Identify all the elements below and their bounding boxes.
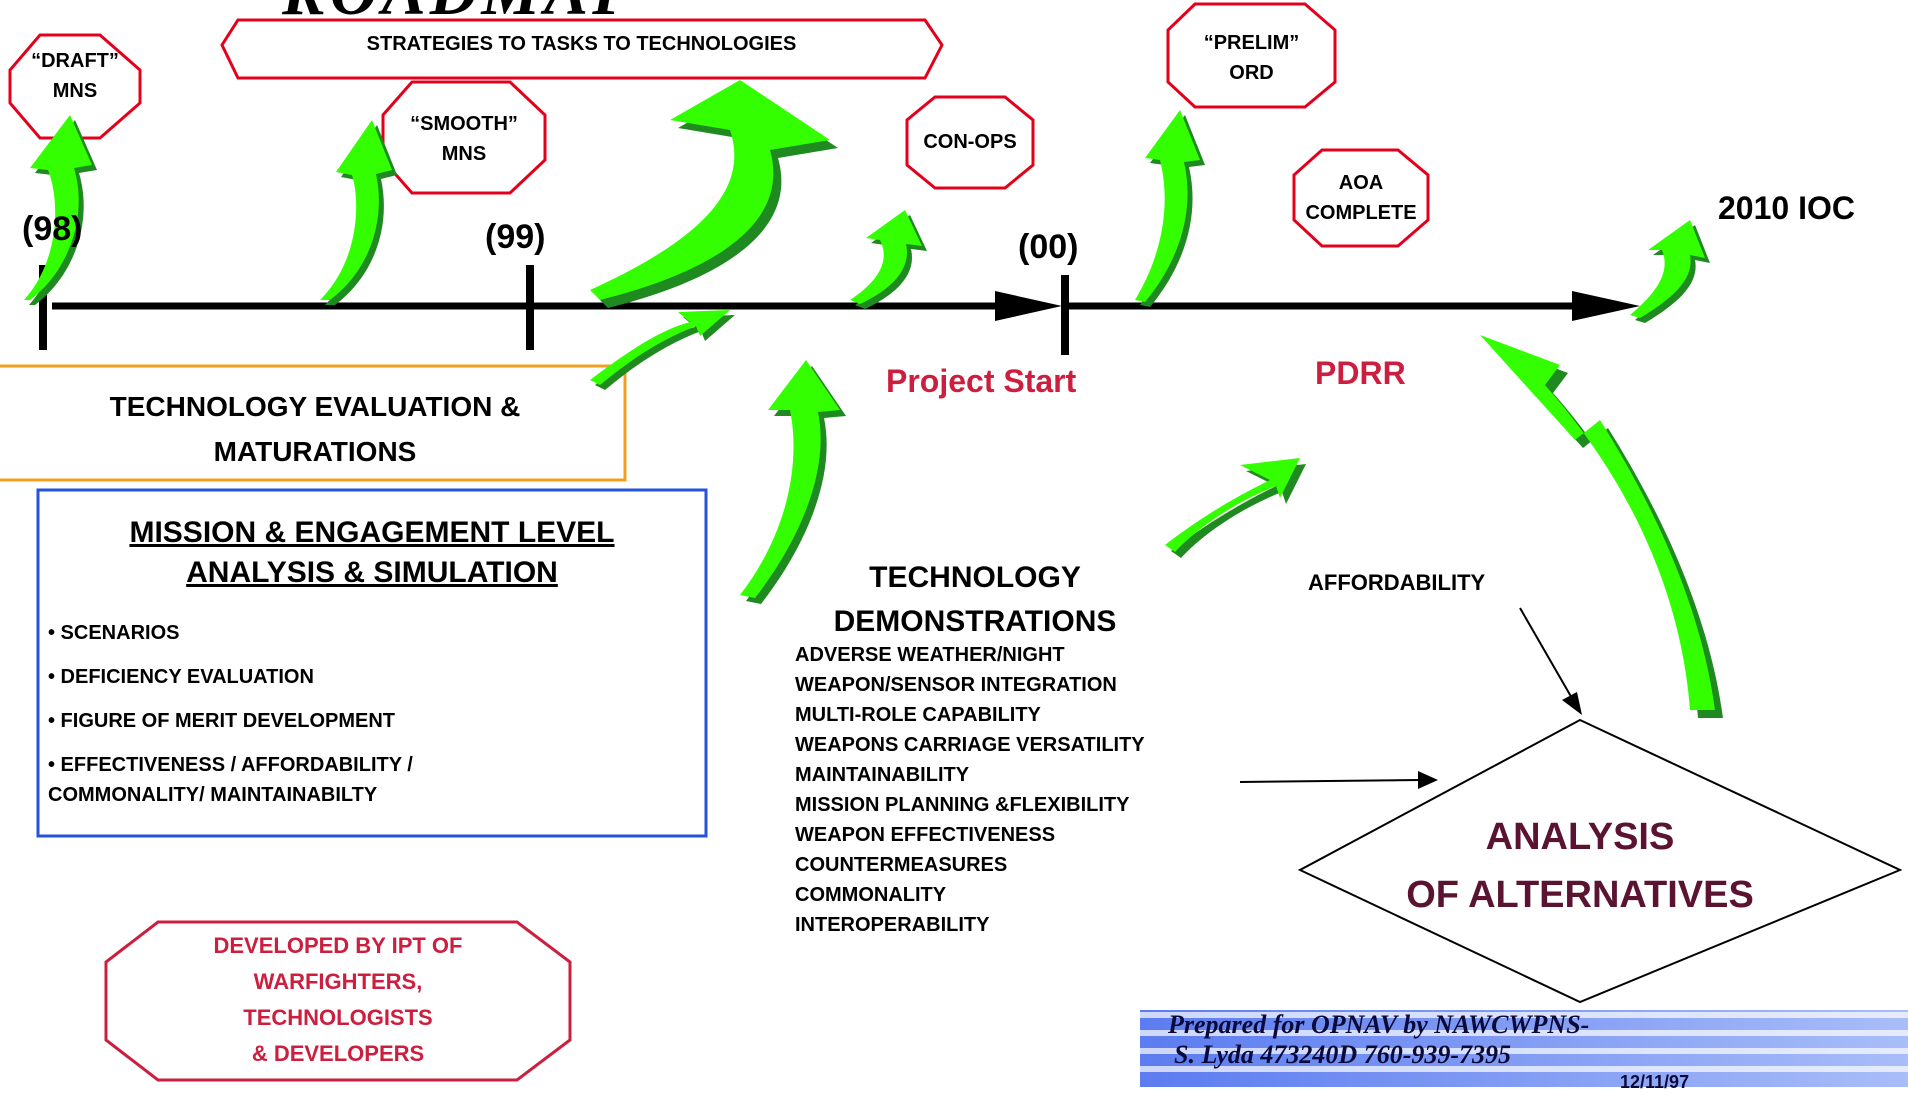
aoa-line-1: ANALYSIS (1485, 816, 1675, 858)
green-arrow-9 (1630, 220, 1710, 323)
year-99-label: (99) (485, 218, 546, 256)
developed-by-line-1: DEVELOPED BY IPT OF (213, 933, 463, 958)
con-ops-label: CON-OPS (923, 131, 1017, 153)
timeline (39, 265, 1640, 355)
strategies-banner-frame (220, 18, 944, 80)
pdrr-label: PDRR (1315, 355, 1406, 391)
developed-by-line-4: & DEVELOPERS (251, 1041, 425, 1066)
mission-title-line-1: MISSION & ENGAGEMENT LEVEL (129, 516, 615, 549)
green-arrow-10 (1480, 335, 1723, 718)
draft-mns-label: “DRAFT” MNS (10, 46, 140, 106)
tech-demo-item: MAINTAINABILITY (795, 764, 970, 786)
footer-line-1: Prepared for OPNAV by NAWCWPNS- (1168, 1010, 1590, 1039)
prelim-ord-line-2: ORD (1229, 62, 1274, 84)
green-arrow-1 (24, 115, 97, 305)
smooth-mns-octagon (381, 80, 547, 195)
green-arrow-4 (590, 310, 735, 390)
tech-eval-label: TECHNOLOGY EVALUATION & MATURATIONS (20, 384, 610, 474)
prelim-ord-octagon (1166, 2, 1337, 109)
tech-eval-line-1: TECHNOLOGY EVALUATION & (109, 391, 521, 422)
aoa-complete-label: AOA COMPLETE (1294, 168, 1428, 228)
strategies-banner-label: STRATEGIES TO TASKS TO TECHNOLOGIES (366, 33, 797, 55)
year-98-label: (98) (22, 210, 83, 248)
green-arrow-8 (1165, 458, 1306, 558)
tech-demo-item: WEAPON/SENSOR INTEGRATION (795, 674, 1117, 696)
roadmap-title-fragment: ROADMAP (282, 0, 636, 31)
timeline-arrowhead-1 (995, 291, 1062, 321)
project-start-label: Project Start (886, 363, 1077, 399)
tech-demo-item: MULTI-ROLE CAPABILITY (795, 704, 1041, 726)
mission-title: MISSION & ENGAGEMENT LEVEL ANALYSIS & SI… (38, 513, 706, 593)
ioc-label: 2010 IOC (1718, 190, 1855, 226)
green-arrow-3 (590, 80, 838, 308)
timeline-arrowhead-2 (1572, 291, 1640, 321)
prelim-ord-label: “PRELIM” ORD (1168, 28, 1335, 88)
pointer-arrows (1239, 607, 1582, 789)
draft-mns-line-2: MNS (52, 80, 98, 102)
aoa-label: ANALYSIS OF ALTERNATIVES (1400, 808, 1760, 924)
tech-demo-item: COMMONALITY (795, 884, 947, 906)
smooth-mns-label: “SMOOTH” MNS (383, 109, 545, 169)
green-arrow-7 (1135, 110, 1205, 307)
prelim-ord-line-1: “PRELIM” (1203, 32, 1300, 54)
mission-title-line-2: ANALYSIS & SIMULATION (186, 556, 558, 589)
green-arrow-5 (850, 210, 927, 309)
year-00-label: (00) (1018, 228, 1079, 266)
affordability-label: AFFORDABILITY (1308, 570, 1486, 595)
tech-demo-title-line-1: TECHNOLOGY (869, 561, 1081, 594)
developed-by-line-3: TECHNOLOGISTS (243, 1005, 433, 1030)
green-arrows (24, 80, 1723, 718)
tech-demo-item: INTEROPERABILITY (795, 914, 990, 936)
mission-box-frame (36, 488, 708, 838)
smooth-mns-line-2: MNS (441, 143, 487, 165)
footer-line-2: S. Lyda 473240D 760-939-7395 (1174, 1040, 1512, 1069)
footer-prepared-by: Prepared for OPNAV by NAWCWPNS- S. Lyda … (1168, 1010, 1589, 1070)
smooth-mns-line-1: “SMOOTH” (410, 113, 518, 135)
mission-bullet: • FIGURE OF MERIT DEVELOPMENT (48, 710, 396, 732)
mission-bullet: • EFFECTIVENESS / AFFORDABILITY / (48, 754, 413, 776)
draft-mns-octagon (8, 33, 142, 140)
mission-bullet: • DEFICIENCY EVALUATION (48, 666, 314, 688)
aoa-complete-line-2: COMPLETE (1305, 202, 1417, 224)
footer-band (1140, 1010, 1908, 1087)
footer-date: 12/11/97 (1620, 1072, 1690, 1092)
developed-by-label: DEVELOPED BY IPT OF WARFIGHTERS, TECHNOL… (106, 928, 570, 1072)
tech-demo-item: COUNTERMEASURES (795, 854, 1008, 876)
tech-eval-line-2: MATURATIONS (213, 436, 417, 467)
mission-bullet-list: • SCENARIOS • DEFICIENCY EVALUATION • FI… (48, 618, 413, 810)
aoa-complete-line-1: AOA (1338, 172, 1384, 194)
tech-demo-title-line-2: DEMONSTRATIONS (833, 605, 1117, 638)
mission-bullet: • SCENARIOS (48, 622, 180, 644)
developed-by-octagon (104, 920, 572, 1082)
tech-demo-item: MISSION PLANNING &FLEXIBILITY (795, 794, 1130, 816)
aoa-line-2: OF ALTERNATIVES (1406, 874, 1754, 916)
developed-by-line-2: WARFIGHTERS, (253, 969, 423, 994)
green-arrow-2 (320, 120, 397, 305)
aoa-diamond (1297, 718, 1903, 1004)
tech-demo-list: ADVERSE WEATHER/NIGHT WEAPON/SENSOR INTE… (795, 640, 1145, 940)
mission-bullet: COMMONALITY/ MAINTAINABILTY (48, 784, 378, 806)
tech-demo-item: ADVERSE WEATHER/NIGHT (795, 644, 1065, 666)
green-arrow-6 (740, 360, 846, 604)
tech-demo-item: WEAPON EFFECTIVENESS (795, 824, 1056, 846)
draft-mns-line-1: “DRAFT” (31, 50, 119, 72)
tech-demo-item: WEAPONS CARRIAGE VERSATILITY (795, 734, 1145, 756)
tech-eval-frame (0, 364, 627, 482)
con-ops-octagon (905, 95, 1035, 190)
aoa-complete-octagon (1292, 148, 1430, 248)
tech-demo-title: TECHNOLOGY DEMONSTRATIONS (795, 556, 1155, 644)
